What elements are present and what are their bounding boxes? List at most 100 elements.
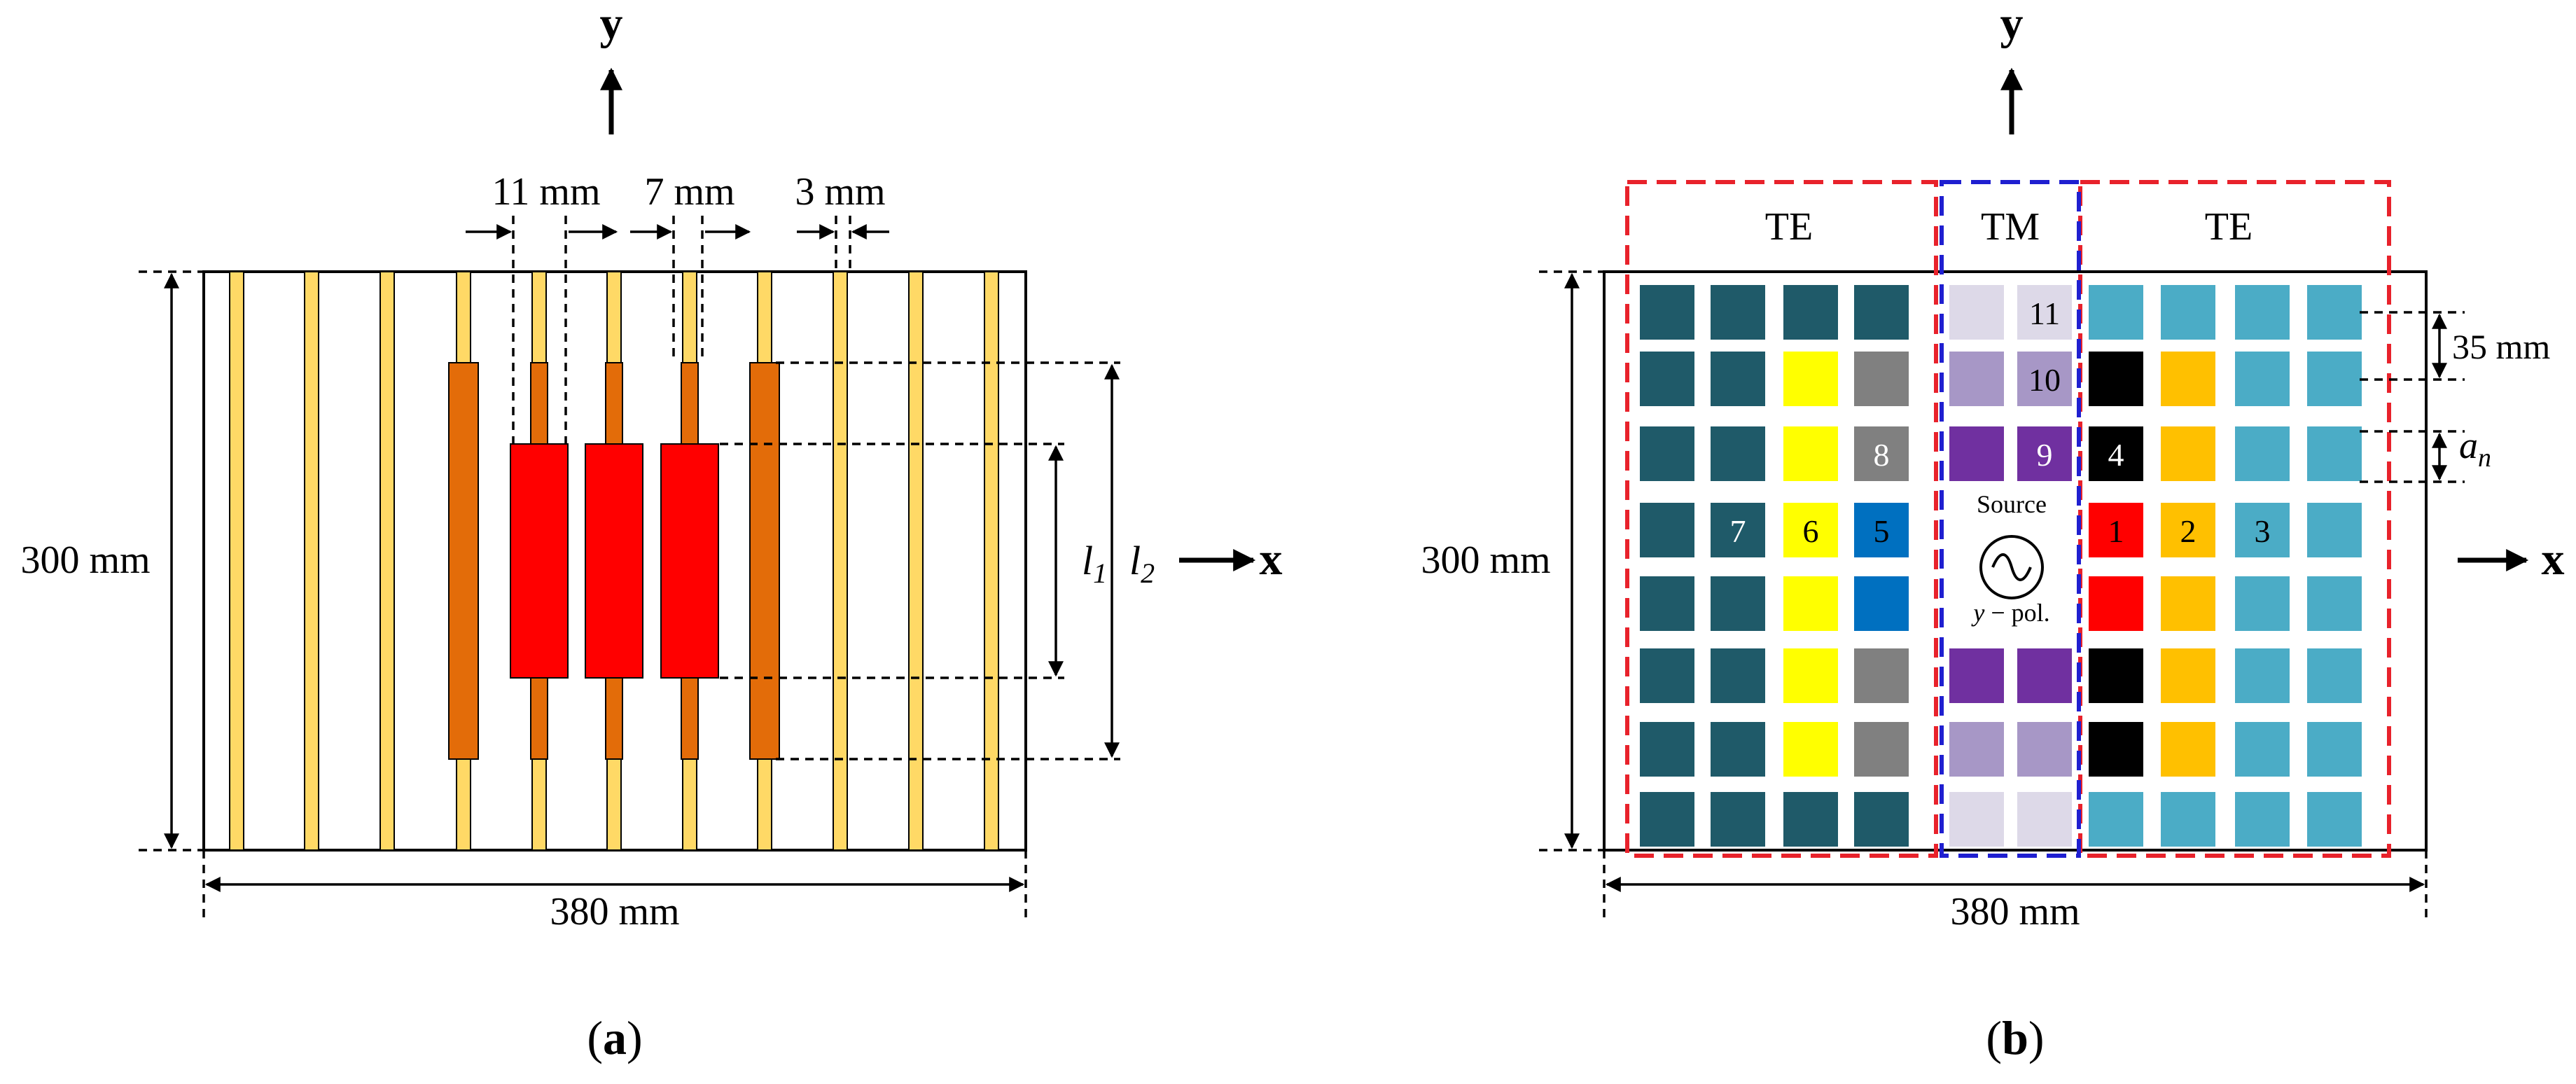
wire-segment-l2: [749, 362, 780, 760]
pixel-cell: [2089, 648, 2143, 703]
source-label: Source: [1977, 490, 2047, 518]
pixel-cell: [2089, 285, 2143, 340]
pixel-index-label: 9: [2037, 437, 2053, 473]
pixel-index-label: 3: [2255, 513, 2271, 549]
pixel-cell: [2235, 503, 2290, 557]
polarization-label: y − pol.: [1971, 599, 2049, 627]
source-icon: [1979, 535, 2044, 599]
pixel-cell: [1640, 792, 1694, 847]
pixel-cell: [1854, 792, 1909, 847]
pixel-cell: [2307, 352, 2362, 406]
pixel-index-label: 7: [1730, 513, 1746, 549]
pixel-cell: [1711, 792, 1765, 847]
pixel-cell: [2017, 722, 2072, 777]
pixel-cell: [2161, 352, 2215, 406]
pixel-cell: [2307, 503, 2362, 557]
pixel-cell: [2235, 426, 2290, 481]
pixel-cell: [2235, 722, 2290, 777]
x-axis-label-b: x: [2542, 534, 2565, 585]
te-right-label: TE: [2205, 205, 2253, 249]
pixel-cell: [1783, 503, 1838, 557]
tm-label: TM: [1981, 205, 2040, 249]
pixel-index-label: 6: [1803, 513, 1819, 549]
pixel-cell: [1854, 426, 1909, 481]
wire-segment-l1: [660, 443, 719, 679]
caption-a: (a): [587, 1011, 642, 1064]
pixel-cell: [1854, 285, 1909, 340]
pixel-cell: [2017, 352, 2072, 406]
pixel-cell: [2235, 792, 2290, 847]
pixel-cell: [2017, 792, 2072, 847]
pixel-cell: [1949, 792, 2004, 847]
pixel-cell: [1640, 648, 1694, 703]
wire: [833, 271, 848, 851]
pixel-index-label: 5: [1874, 513, 1890, 549]
y-axis-label-a: y: [600, 0, 623, 49]
an-label: an: [2459, 424, 2491, 473]
pixel-cell: [2161, 285, 2215, 340]
pixel-cell: [2307, 576, 2362, 631]
width-label-b: 380 mm: [1950, 890, 2080, 933]
tm-region: [1940, 180, 2081, 858]
wire-segment-l1: [510, 443, 569, 679]
height-label-b: 300 mm: [1421, 538, 1550, 582]
pixel-cell: [1949, 648, 2004, 703]
y-axis-label-b: y: [2000, 0, 2024, 49]
wire: [908, 271, 924, 851]
pixel-cell: [2307, 426, 2362, 481]
pixel-cell: [1949, 352, 2004, 406]
dimension-arrows-b: [1564, 272, 2447, 892]
pixel-cell: [1640, 285, 1694, 340]
pixel-cell: [2307, 648, 2362, 703]
dim-7mm-label: 7 mm: [644, 170, 734, 214]
pixel-cell: [2089, 722, 2143, 777]
pixel-cell: [1854, 352, 1909, 406]
wire-segment-l1: [585, 443, 643, 679]
pixel-cell: [2307, 722, 2362, 777]
pixel-cell: [2089, 576, 2143, 631]
te-left-label: TE: [1765, 205, 1813, 249]
pixel-cell: [1640, 503, 1694, 557]
wire: [229, 271, 244, 851]
sine-wave-icon: [1991, 553, 2032, 581]
pixel-cell: [1783, 576, 1838, 631]
pixel-cell: [1854, 648, 1909, 703]
pixel-cell: [2235, 576, 2290, 631]
pixel-index-label: 10: [2028, 362, 2061, 398]
pixel-cell: [1854, 576, 1909, 631]
pixel-cell: [1711, 285, 1765, 340]
period-label: 35 mm: [2452, 327, 2550, 366]
pixel-cell: [2161, 426, 2215, 481]
wires: [229, 271, 999, 851]
pixel-cell: [2161, 792, 2215, 847]
pixel-cell: [2017, 285, 2072, 340]
pixel-cell: [2307, 792, 2362, 847]
pixel-cell: [2017, 426, 2072, 481]
pixel-cell: [1711, 648, 1765, 703]
pixel-cell: [2235, 285, 2290, 340]
dimension-arrows-a: [164, 224, 1120, 892]
dashed-guides-a: [139, 216, 1120, 919]
pixel-cell: [1640, 352, 1694, 406]
pixel-cell: [1640, 576, 1694, 631]
pixel-cell: [2161, 576, 2215, 631]
pixel-index-label: 8: [1874, 437, 1890, 473]
dashed-guides-b: [1539, 270, 2465, 919]
l1-label: l1: [1082, 538, 1107, 589]
pixel-cell: [1949, 722, 2004, 777]
board-outline-b: [1603, 270, 2428, 852]
pixel-cell: [1783, 722, 1838, 777]
dim-11mm-label: 11 mm: [492, 170, 600, 214]
pixel-cell: [2017, 648, 2072, 703]
pixel-cell: [2089, 352, 2143, 406]
pixel-cell: [2089, 792, 2143, 847]
pixel-index-label: 11: [2029, 296, 2060, 331]
pixel-cell: [2161, 722, 2215, 777]
wire: [984, 271, 999, 851]
panel-a: y: [20, 0, 1282, 1064]
pixel-cell: [1949, 285, 2004, 340]
te-left-region: [1625, 180, 1938, 858]
pixel-cell: [1949, 426, 2004, 481]
pixel-cell: [2161, 648, 2215, 703]
